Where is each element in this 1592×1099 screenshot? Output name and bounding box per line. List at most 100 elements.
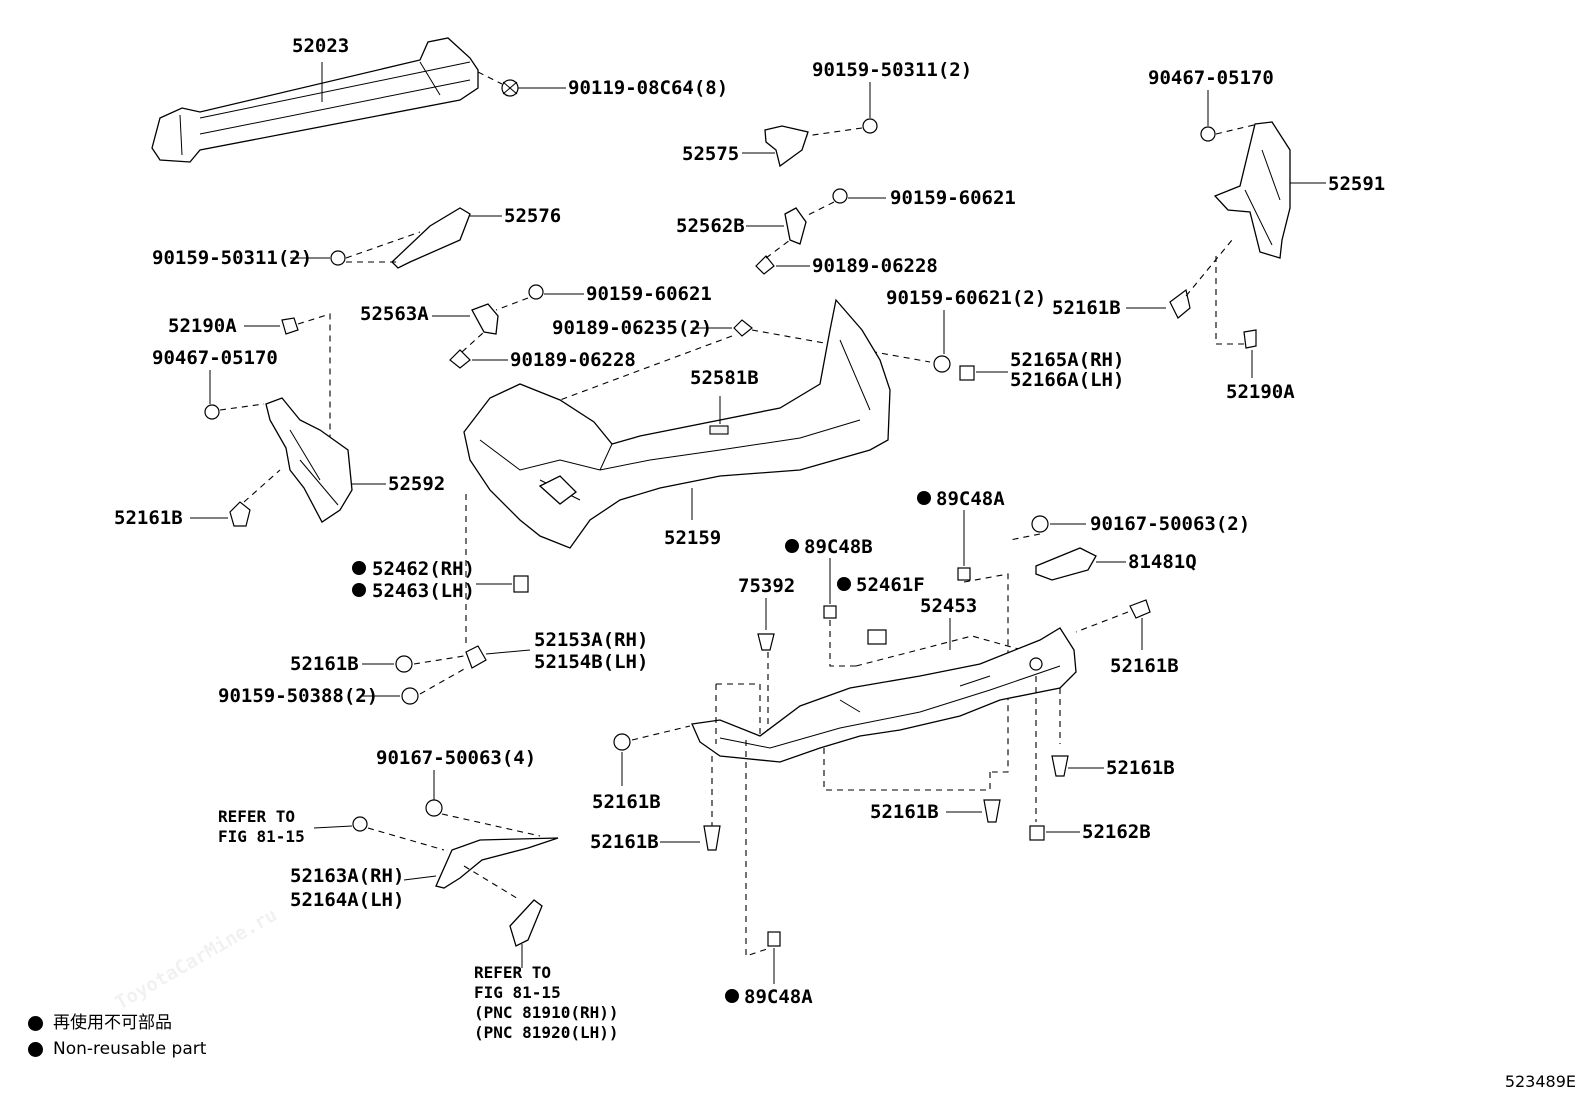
- label-52161B-mid-left: 52161B: [290, 653, 359, 675]
- bolt-90159-60621-mid[interactable]: [528, 284, 544, 300]
- label-75392: 75392: [738, 575, 795, 597]
- clip-52190A-right[interactable]: [1243, 329, 1257, 349]
- label-90167-50063-4: 90167-50063(4): [376, 747, 536, 769]
- label-52190A-left: 52190A: [168, 315, 237, 337]
- clip-52161B-mid-left[interactable]: [395, 655, 413, 673]
- cap-52462-52463[interactable]: [513, 575, 529, 593]
- legend-row-jp: 再使用不可部品: [28, 1010, 206, 1036]
- clip-52161B-lower-left[interactable]: [613, 733, 631, 751]
- label-52161B-right-upper: 52161B: [1110, 655, 1179, 677]
- label-52166A: 52166A(LH): [1010, 369, 1124, 391]
- label-52161B-lower-center: 52161B: [590, 831, 659, 853]
- label-52462: 52462(RH): [372, 558, 475, 580]
- clip-89C48A-top[interactable]: [957, 567, 971, 581]
- label-90467-05170-left: 90467-05170: [152, 347, 278, 369]
- clip-52190A-left[interactable]: [281, 317, 299, 335]
- clip-52161B-left[interactable]: [229, 501, 251, 527]
- pad-52461F[interactable]: [867, 629, 887, 645]
- label-90189-06228-top: 90189-06228: [812, 255, 938, 277]
- diagram-code: 523489E: [1504, 1072, 1576, 1091]
- label-52592: 52592: [388, 473, 445, 495]
- label-52463: 52463(LH): [372, 580, 475, 602]
- label-52453: 52453: [920, 595, 977, 617]
- lower-cover-52453[interactable]: [691, 627, 1077, 763]
- label-81481Q: 81481Q: [1128, 551, 1197, 573]
- garnish-81481Q[interactable]: [1035, 547, 1097, 581]
- label-89C48A-top: 89C48A: [936, 488, 1005, 510]
- label-90119-08C64: 90119-08C64(8): [568, 77, 728, 99]
- retainer-52592[interactable]: [265, 397, 353, 523]
- legend-row-en: Non-reusable part: [28, 1036, 206, 1062]
- label-52461F: 52461F: [856, 574, 925, 596]
- label-90167-50063-top: 90167-50063(2): [1090, 513, 1250, 535]
- bracket-52576[interactable]: [391, 207, 471, 269]
- label-52162B: 52162B: [1082, 821, 1151, 843]
- label-90159-50311-top: 90159-50311(2): [812, 59, 972, 81]
- legend-text-jp: 再使用不可部品: [53, 1013, 172, 1033]
- label-52154B: 52154B(LH): [534, 651, 648, 673]
- label-90189-06235: 90189-06235(2): [552, 317, 712, 339]
- clip-52161B-right-upper[interactable]: [1129, 599, 1151, 619]
- clip-89C48B[interactable]: [823, 605, 837, 619]
- clip-90467-right[interactable]: [1200, 126, 1216, 142]
- nut-90189-06235[interactable]: [733, 319, 753, 337]
- label-90159-50311-left: 90159-50311(2): [152, 247, 312, 269]
- bullet-icon: [28, 1041, 43, 1057]
- retainer-52591[interactable]: [1213, 121, 1291, 259]
- clip-89C48A-bottom[interactable]: [767, 931, 781, 947]
- clip-90467-left[interactable]: [204, 404, 220, 420]
- label-52159: 52159: [664, 527, 721, 549]
- label-52023: 52023: [292, 35, 349, 57]
- refer-to-2a: REFER TO: [474, 963, 551, 982]
- clip-52161B-lower-center[interactable]: [703, 825, 721, 851]
- label-52161B-lower-left: 52161B: [592, 791, 661, 813]
- bolt-90159-60621-2[interactable]: [933, 355, 951, 373]
- reinforcement-beam-52023[interactable]: [151, 37, 479, 163]
- label-52575: 52575: [682, 143, 739, 165]
- label-52164A: 52164A(LH): [290, 889, 404, 911]
- reflector-refer[interactable]: [509, 899, 543, 947]
- legend-text-en: Non-reusable part: [53, 1039, 207, 1059]
- bolt-90159-50388[interactable]: [401, 687, 419, 705]
- bracket-52153A-52154B[interactable]: [465, 645, 487, 669]
- bracket-52562B[interactable]: [784, 207, 807, 245]
- label-52576: 52576: [504, 205, 561, 227]
- cap-52162B[interactable]: [1029, 825, 1045, 841]
- bracket-52575[interactable]: [764, 125, 809, 168]
- label-52161B-left: 52161B: [114, 507, 183, 529]
- clip-52161B-right[interactable]: [1169, 288, 1191, 319]
- clip-52161B-center-bottom[interactable]: [983, 799, 1001, 823]
- clip-75392[interactable]: [757, 633, 775, 651]
- bracket-52563A[interactable]: [471, 303, 499, 335]
- bolt-90167-50063-4[interactable]: [425, 799, 443, 817]
- bolt-90159-60621-top[interactable]: [832, 188, 848, 204]
- label-52581B: 52581B: [690, 367, 759, 389]
- nut-90189-06228-top[interactable]: [755, 255, 775, 275]
- clip-52161B-right-lower[interactable]: [1051, 755, 1069, 777]
- bullet-icon: [28, 1015, 43, 1031]
- label-52161B-center-bottom: 52161B: [870, 801, 939, 823]
- bolt-90159-50311-left[interactable]: [330, 250, 346, 266]
- bolt-90159-50311-top[interactable]: [862, 118, 878, 134]
- bumper-cover-52159[interactable]: [463, 298, 891, 549]
- label-89C48A-bottom: 89C48A: [744, 986, 813, 1008]
- bolt-90119[interactable]: [501, 79, 519, 97]
- bracket-52163A-52164A[interactable]: [435, 837, 559, 889]
- label-52563A: 52563A: [360, 303, 429, 325]
- label-52562B: 52562B: [676, 215, 745, 237]
- label-52161B-right: 52161B: [1052, 297, 1121, 319]
- bolt-90167-50063-top[interactable]: [1031, 515, 1049, 533]
- clip-52165A-52166A[interactable]: [959, 365, 975, 381]
- nut-90189-06228-mid[interactable]: [449, 349, 471, 369]
- label-52163A: 52163A(RH): [290, 865, 404, 887]
- refer-to-2c: (PNC 81910(RH)): [474, 1003, 619, 1022]
- refer-to-1b: FIG 81-15: [218, 827, 305, 846]
- refer-to-2b: FIG 81-15: [474, 983, 561, 1002]
- label-52591: 52591: [1328, 173, 1385, 195]
- bolt-refer-fig-81-15[interactable]: [352, 816, 368, 832]
- label-90159-60621-top: 90159-60621: [890, 187, 1016, 209]
- label-90467-05170-right: 90467-05170: [1148, 67, 1274, 89]
- label-52165A: 52165A(RH): [1010, 349, 1124, 371]
- label-90159-60621-2: 90159-60621(2): [886, 287, 1046, 309]
